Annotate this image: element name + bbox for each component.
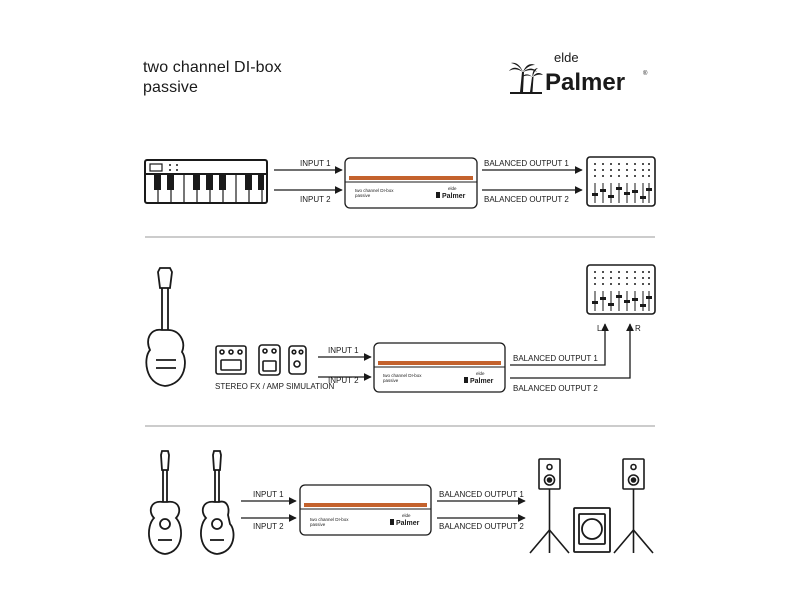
di-box-brand-top: elde	[476, 371, 485, 376]
di-box-row3: two channel DI-box passive elde Palmer	[299, 484, 432, 536]
row1-output1-label: BALANCED OUTPUT 1	[484, 159, 569, 168]
di-box-palm-icon	[464, 377, 468, 383]
row3-output1-label: BALANCED OUTPUT 1	[439, 490, 524, 499]
di-box-accent-stripe	[304, 503, 427, 507]
row2-output1-label: BALANCED OUTPUT 1	[513, 354, 598, 363]
right-channel-label: R	[635, 324, 641, 333]
di-box-accent-stripe	[378, 361, 501, 365]
pedal-icon-2	[258, 344, 281, 376]
di-box-accent-stripe	[349, 176, 473, 180]
row3-input2-label: INPUT 2	[253, 522, 284, 531]
di-box-label-2: passive	[310, 522, 326, 527]
row2-output2-arrow	[510, 323, 634, 379]
acoustic-guitar-icon-2	[200, 450, 235, 555]
row1-output2-label: BALANCED OUTPUT 2	[484, 195, 569, 204]
di-box-label-2: passive	[383, 378, 399, 383]
row2-output2-label: BALANCED OUTPUT 2	[513, 384, 598, 393]
di-box-brand: Palmer	[442, 193, 466, 200]
pedals-caption: STEREO FX / AMP SIMULATION	[215, 382, 335, 391]
di-box-brand: Palmer	[470, 378, 494, 385]
mixer-icon	[586, 264, 656, 315]
keyboard-icon	[144, 159, 268, 204]
subwoofer-icon	[573, 507, 611, 553]
title-line-1: two channel DI-box	[143, 59, 282, 76]
di-box-row1: two channel DI-box passive elde Palmer	[344, 157, 478, 209]
di-box-palm-icon	[390, 519, 394, 525]
row2-input1-label: INPUT 1	[328, 346, 359, 355]
di-box-row2: two channel DI-box passive elde Palmer	[373, 342, 506, 393]
pa-speaker-left-icon	[529, 458, 570, 554]
di-box-brand-top: elde	[402, 513, 411, 518]
di-box-palm-icon	[436, 192, 440, 198]
page-title: two channel DI-box passive	[143, 58, 282, 98]
pa-speaker-right-icon	[613, 458, 654, 554]
acoustic-guitar-icon-1	[148, 450, 182, 555]
pedal-icon-3	[288, 345, 307, 375]
di-box-label-1: two channel DI-box	[310, 517, 349, 522]
di-box-brand-top: elde	[448, 186, 457, 191]
title-line-2: passive	[143, 79, 198, 96]
logo-palmer-text: Palmer	[545, 69, 625, 96]
electric-guitar-icon	[145, 267, 186, 387]
row3-input1-label: INPUT 1	[253, 490, 284, 499]
left-channel-label: L	[597, 324, 602, 333]
row3-output2-label: BALANCED OUTPUT 2	[439, 522, 524, 531]
row2-input2-label: INPUT 2	[328, 376, 359, 385]
logo-registered-mark: ®	[643, 70, 648, 77]
di-box-label-2: passive	[355, 193, 371, 198]
logo-elde-text: elde	[554, 50, 579, 65]
row1-input1-label: INPUT 1	[300, 159, 331, 168]
di-box-label-1: two channel DI-box	[355, 188, 394, 193]
di-box-brand: Palmer	[396, 520, 420, 527]
mixer-icon	[586, 156, 656, 207]
di-box-label-1: two channel DI-box	[383, 373, 422, 378]
palm-tree-icon	[509, 62, 543, 94]
palmer-logo: elde Palmer ®	[509, 50, 648, 96]
row2-output1-arrow	[510, 323, 609, 366]
pedal-icon-1	[215, 345, 247, 375]
row1-input2-label: INPUT 2	[300, 195, 331, 204]
